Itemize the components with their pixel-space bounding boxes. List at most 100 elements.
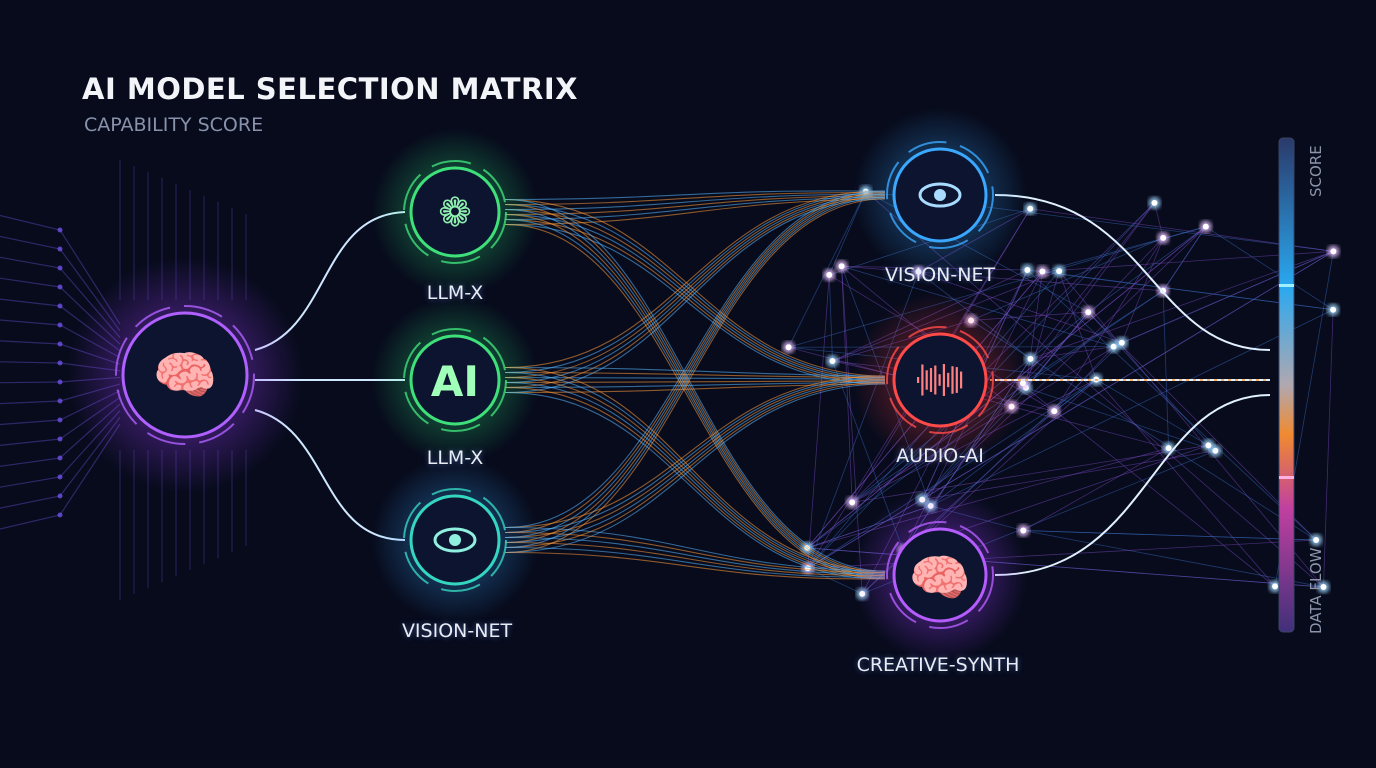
openai-knot-icon: ❁: [438, 190, 472, 236]
waveform-bar: [917, 377, 920, 383]
network-edge: [1054, 379, 1097, 412]
flow-line: [504, 371, 886, 379]
network-edge: [1030, 202, 1155, 360]
flow-line: [504, 381, 886, 577]
left-node-label-1: LLM-X: [426, 282, 484, 304]
network-edge: [1087, 226, 1207, 313]
waveform-bar: [925, 370, 928, 390]
network-edge: [1095, 379, 1276, 587]
waveform-bar: [947, 372, 950, 388]
circuit-pad: [57, 246, 63, 252]
flow-line: [504, 551, 886, 580]
circuit-pad: [57, 417, 63, 423]
flow-line: [504, 213, 886, 577]
eye-icon: [433, 527, 477, 553]
circuit-pad: [57, 322, 63, 328]
network-node-core: [1330, 306, 1337, 313]
network-node-core: [785, 344, 792, 351]
waveform-bar: [938, 374, 941, 386]
flow-line: [504, 536, 886, 575]
network-node-core: [1212, 447, 1219, 454]
flow-line: [504, 223, 886, 580]
data-flow-label: DATA FLOW: [1307, 547, 1325, 635]
network-node-core: [1272, 583, 1279, 590]
network-edge: [807, 379, 1097, 569]
right-node-label-3: CREATIVE-SYNTH: [856, 654, 1020, 676]
network-edge: [1096, 379, 1209, 446]
network-edge: [1205, 226, 1334, 311]
network-node-core: [1160, 234, 1167, 241]
network-edge: [807, 274, 830, 569]
network-edge: [1121, 237, 1164, 343]
network-edge: [1025, 387, 1216, 452]
circuit-pad: [57, 398, 63, 404]
network-node-core: [1110, 343, 1117, 350]
right-node-label-2: AUDIO-AI: [896, 445, 984, 467]
page-title: AI MODEL SELECTION MATRIX: [82, 72, 578, 106]
eye-icon-pupil: [934, 189, 946, 201]
network-edge: [1023, 530, 1324, 588]
network-edge: [1323, 309, 1334, 588]
network-node-core: [1330, 248, 1337, 255]
circuit-pad: [57, 474, 63, 480]
network-edge: [1025, 270, 1060, 388]
flow-line: [504, 192, 886, 374]
source-brain-node-outer-ring: [115, 305, 255, 445]
circuit-pad: [57, 265, 63, 271]
network-node-core: [826, 271, 833, 278]
flow-line: [504, 192, 886, 206]
flow-line: [504, 190, 886, 529]
network-node-core: [1151, 199, 1158, 206]
network-node-core: [1039, 268, 1046, 275]
circuit-pad: [57, 360, 63, 366]
network-edge: [1162, 226, 1207, 291]
flow-line: [504, 531, 886, 574]
network-edge: [918, 271, 1122, 344]
network-node-core: [829, 358, 836, 365]
network-edge: [1027, 269, 1317, 541]
circuit-pad: [57, 436, 63, 442]
circuit-pad: [57, 341, 63, 347]
network-node-core: [1320, 584, 1327, 591]
network-edge: [1154, 202, 1164, 239]
output-link: [994, 194, 1271, 351]
flow-line: [504, 375, 886, 529]
circuit-pad: [57, 227, 63, 233]
flow-line: [504, 190, 886, 201]
circuit-pad: [57, 455, 63, 461]
network-node-core: [1051, 408, 1058, 415]
network-node-core: [1202, 223, 1209, 230]
brain-icon: 🧠: [153, 346, 218, 406]
waveform-bar: [934, 365, 937, 395]
flow-line: [504, 391, 886, 580]
network-edge: [970, 237, 1164, 321]
circuit-pad: [57, 512, 63, 518]
circuit-pad: [57, 303, 63, 309]
network-node-core: [1118, 339, 1125, 346]
circuit-pad: [57, 493, 63, 499]
network-edge: [1121, 250, 1334, 344]
network-node-core: [1027, 205, 1034, 212]
ai-text-icon: AI: [431, 357, 479, 406]
flow-line: [504, 198, 886, 572]
flow-line: [504, 193, 886, 211]
source-brain-node-ring: [121, 311, 249, 439]
flow-line: [504, 218, 886, 578]
network-edge: [841, 266, 863, 594]
flow-line: [504, 377, 886, 534]
network-edge: [1025, 311, 1089, 388]
network-node-core: [1085, 309, 1092, 316]
network-edge: [1023, 530, 1317, 541]
left-node-2-ring: [409, 334, 501, 426]
output-link: [994, 394, 1271, 576]
network-node-core: [849, 499, 856, 506]
network-edge: [1162, 290, 1169, 449]
score-label: SCORE: [1307, 145, 1325, 197]
flow-line: [504, 386, 886, 578]
left-node-label-2: LLM-X: [426, 447, 484, 469]
flow-line: [504, 376, 886, 575]
eye-icon: [918, 182, 962, 208]
model-nodes: 🧠❁AI🧠: [67, 107, 1028, 663]
data-flow-lines: [254, 190, 1271, 580]
